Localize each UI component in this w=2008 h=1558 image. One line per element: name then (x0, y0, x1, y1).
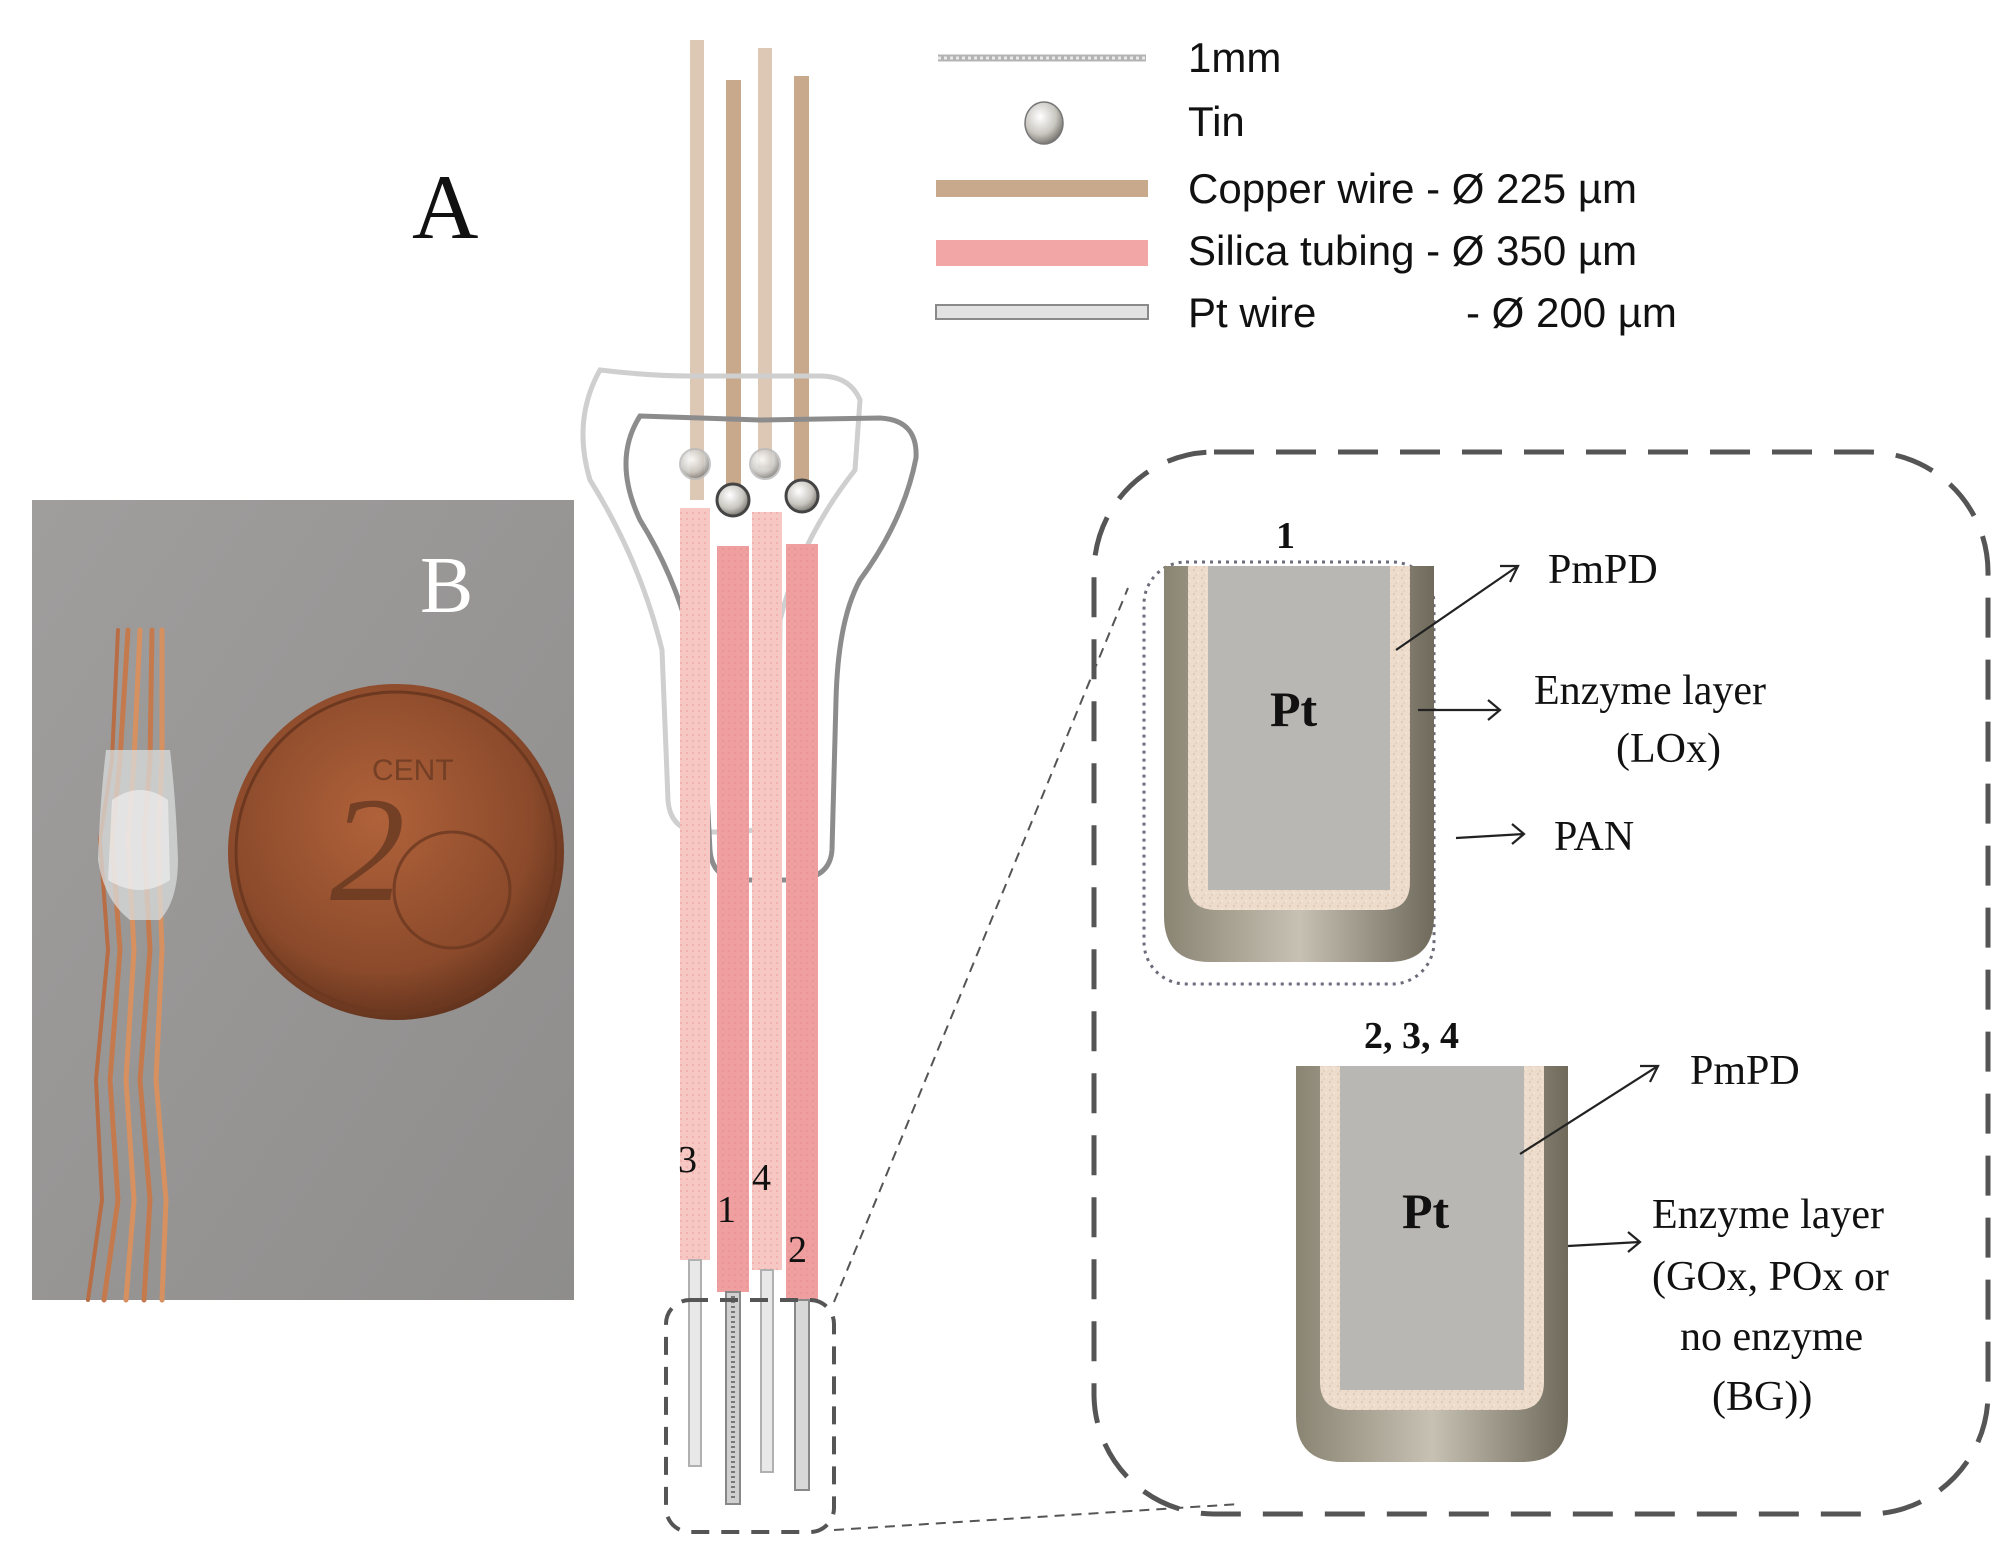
electrode-number-3: 3 (678, 1139, 697, 1181)
silica-tube-2-texture (786, 544, 818, 1300)
tin-joint-1 (715, 482, 751, 518)
electrode-number-1: 1 (717, 1189, 736, 1231)
coin-text: CENT (372, 754, 454, 787)
legend-tin-label: Tin (1188, 98, 1245, 145)
electrode-1-enzyme-sub-label: (LOx) (1616, 726, 1721, 772)
electrode-234-pmpd-label: PmPD (1690, 1048, 1800, 1094)
probe-schematic: 3 1 4 2 (580, 40, 919, 1534)
photo-panel: 2 CENT B (32, 500, 574, 1303)
electrode-1-diagram: Pt 1 PmPD Enzyme layer (LOx) PAN (1142, 515, 1766, 986)
zoom-region-box (664, 1298, 836, 1534)
detail-panel: Pt 1 PmPD Enzyme layer (LOx) PAN Pt 2, 3… (1091, 449, 1991, 1517)
photo-epoxy-head (98, 750, 178, 920)
electrode-234-enzyme-line-3: no enzyme (1680, 1314, 1863, 1360)
legend-tin-icon (1024, 101, 1064, 145)
legend-pt-label: Pt wire (1188, 289, 1316, 336)
electrode-1-pan-label: PAN (1554, 814, 1634, 860)
tin-joint-2 (784, 478, 820, 514)
coin-numeral: 2 (330, 767, 405, 933)
electrode-1-pt-core (1208, 566, 1390, 890)
legend: 1mm Tin Copper wire - Ø 225 µm Silica tu… (935, 34, 1677, 336)
tin-joint-4 (749, 448, 781, 480)
legend-silica-swatch (936, 240, 1148, 266)
electrode-234-diagram: Pt 2, 3, 4 PmPD Enzyme layer (GOx, POx o… (1296, 1015, 1889, 1462)
electrode-1-arrows (1395, 564, 1526, 845)
electrode-234-arrows (1519, 1064, 1660, 1253)
pt-wire-4 (760, 1269, 774, 1473)
pt-wire-3 (688, 1259, 702, 1467)
silica-tube-1-texture (717, 546, 749, 1292)
zoom-connector-top (833, 587, 1129, 1303)
copper-wire-3 (690, 40, 704, 500)
epoxy-housing-front (623, 413, 919, 883)
electrode-number-4: 4 (752, 1157, 771, 1199)
electrode-1-title: 1 (1276, 515, 1295, 557)
electrode-1-pmpd-label: PmPD (1548, 547, 1658, 593)
detail-dashed-frame (1091, 449, 1991, 1517)
panel-label-b: B (420, 542, 473, 630)
electrode-number-2: 2 (788, 1229, 807, 1271)
photo-coin: 2 CENT (228, 684, 564, 1020)
electrode-234-pt-core (1340, 1066, 1524, 1390)
silica-tube-4-texture (752, 512, 782, 1270)
legend-copper-label: Copper wire - Ø 225 µm (1188, 165, 1637, 212)
copper-wire-2 (794, 76, 809, 496)
tin-joint-3 (679, 448, 711, 480)
silica-tube-3-texture (680, 508, 710, 1260)
electrode-234-enzyme-line-2: (GOx, POx or (1652, 1254, 1889, 1300)
electrode-1-enzyme-label: Enzyme layer (1534, 668, 1766, 714)
electrode-234-enzyme-line-1: Enzyme layer (1652, 1192, 1884, 1238)
legend-scale-label: 1mm (1188, 34, 1281, 81)
electrode-234-title: 2, 3, 4 (1364, 1015, 1459, 1057)
legend-copper-swatch (936, 180, 1148, 197)
copper-wire-4 (758, 48, 772, 468)
copper-wire-1 (726, 80, 741, 490)
panel-label-a: A (412, 156, 478, 258)
electrode-1-core-label: Pt (1270, 681, 1318, 737)
legend-silica-label: Silica tubing - Ø 350 µm (1188, 227, 1637, 274)
electrode-234-enzyme-line-4: (BG)) (1712, 1374, 1812, 1420)
legend-pt-size: - Ø 200 µm (1466, 289, 1677, 336)
pt-wire-2 (794, 1299, 810, 1491)
legend-pt-swatch (935, 304, 1149, 320)
electrode-234-core-label: Pt (1402, 1183, 1450, 1239)
